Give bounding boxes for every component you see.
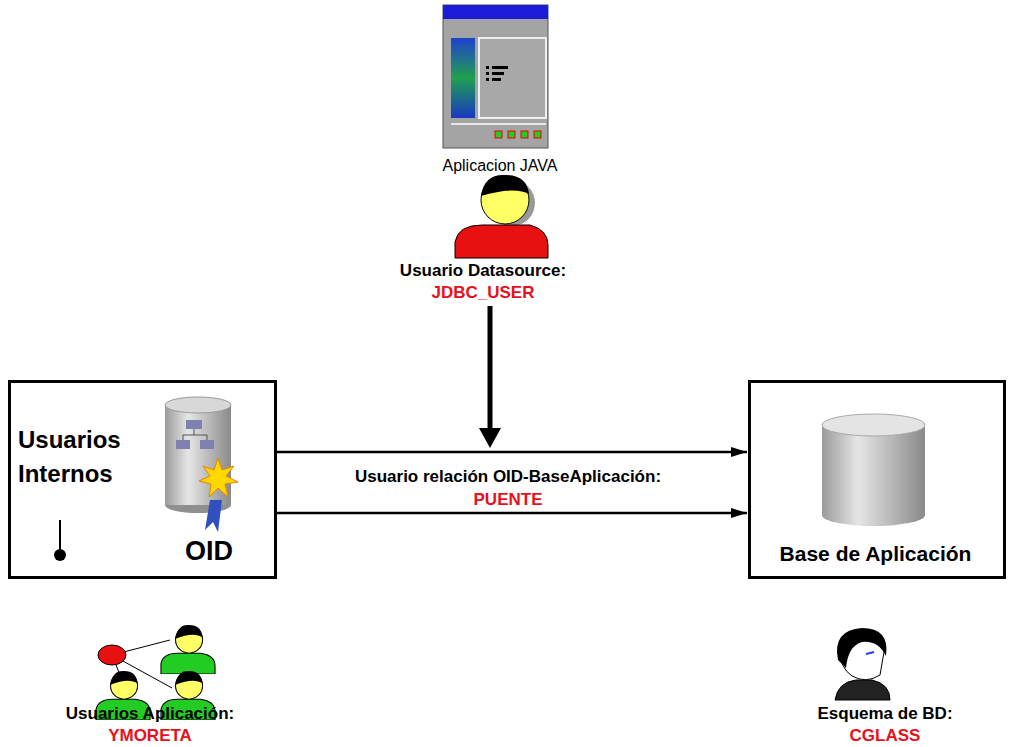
group-heading: Usuarios Internos	[18, 423, 148, 491]
oid-box: Usuarios InternosOID	[8, 380, 277, 579]
user-name: PUENTE	[472, 490, 545, 510]
oid-directory-icon	[165, 397, 238, 532]
user-name: CGLASS	[848, 726, 923, 746]
database-box: Base de Aplicación	[748, 380, 1006, 579]
java-app-icon	[443, 5, 548, 148]
user-name: JDBC_USER	[430, 283, 537, 303]
role-caption: Usuarios Aplicación:	[64, 704, 236, 724]
database-cylinder	[822, 414, 925, 526]
pin-symbol	[54, 520, 66, 561]
connector-arrow	[277, 512, 747, 515]
datasource-user-icon	[455, 175, 548, 258]
role-caption: Esquema de BD:	[815, 704, 954, 724]
role-caption: Usuario Datasource:	[398, 261, 568, 281]
schema-owner-icon	[835, 628, 890, 700]
role-caption: Usuario relación OID-BaseAplicación:	[353, 467, 663, 487]
directory-name: OID	[185, 535, 233, 567]
app-name: Aplicacion JAVA	[440, 157, 559, 175]
datasource-arrow	[479, 306, 501, 448]
database-name: Base de Aplicación	[751, 541, 1000, 567]
connector-arrow	[277, 451, 747, 454]
user-name: YMORETA	[106, 726, 194, 746]
